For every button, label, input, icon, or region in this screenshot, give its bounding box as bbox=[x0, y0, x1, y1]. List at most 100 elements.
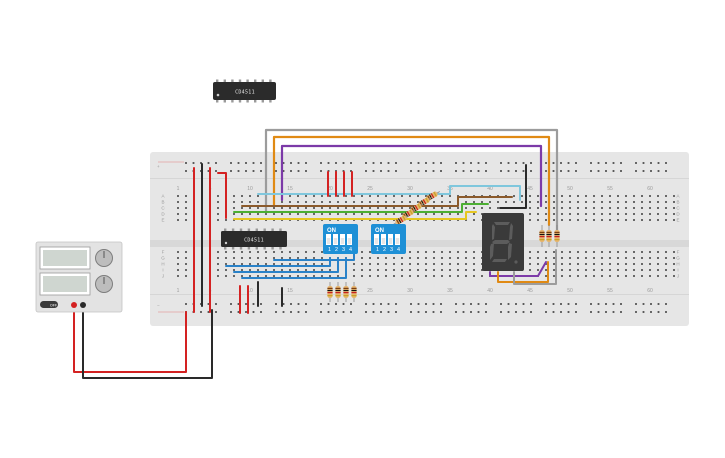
row-letter: J bbox=[677, 274, 679, 279]
resistor-group-right[interactable] bbox=[539, 225, 560, 247]
resistor[interactable] bbox=[351, 282, 357, 302]
column-number-top: 10 bbox=[247, 186, 253, 192]
column-number-bottom: 50 bbox=[567, 288, 573, 294]
column-number-bottom: 25 bbox=[367, 288, 373, 294]
column-number-bottom: 60 bbox=[647, 288, 653, 294]
column-number-top: 45 bbox=[527, 186, 533, 192]
row-letter: A bbox=[161, 194, 164, 199]
resistor[interactable] bbox=[554, 225, 560, 247]
column-number-top: 25 bbox=[367, 186, 373, 192]
dip-switch-2-on-label: ON bbox=[375, 228, 384, 234]
resistor[interactable] bbox=[392, 213, 410, 227]
resistor[interactable] bbox=[343, 282, 349, 302]
resistor[interactable] bbox=[327, 282, 333, 302]
psu-power-button[interactable] bbox=[40, 301, 58, 308]
row-letter: I bbox=[162, 268, 163, 273]
psu-positive-terminal[interactable] bbox=[71, 302, 77, 308]
wire-blue-3[interactable] bbox=[241, 257, 347, 279]
wire-gray-loop[interactable] bbox=[264, 128, 559, 234]
center-channel bbox=[150, 240, 689, 247]
wire-red-psu[interactable] bbox=[73, 305, 187, 373]
column-number-top: 50 bbox=[567, 186, 573, 192]
column-number-top: 15 bbox=[287, 186, 293, 192]
resistor[interactable] bbox=[539, 225, 545, 247]
column-number-bottom: 10 bbox=[247, 288, 253, 294]
column-number-bottom: 1 bbox=[177, 288, 180, 294]
resistor[interactable] bbox=[335, 282, 341, 302]
floating-cd4511-chip[interactable]: CD4511 bbox=[213, 79, 276, 103]
rail-plus-label: + bbox=[157, 164, 160, 169]
dip-switch-2-num-1: 1 bbox=[376, 247, 379, 253]
dip-switch-1-num-2: 2 bbox=[335, 247, 338, 253]
column-number-top: 40 bbox=[487, 186, 493, 192]
seven-segment-display[interactable]: 8 bbox=[482, 213, 524, 271]
column-number-bottom: 35 bbox=[447, 288, 453, 294]
column-number-top: 30 bbox=[407, 186, 413, 192]
row-letter: G bbox=[676, 256, 680, 261]
row-letter: D bbox=[161, 212, 165, 217]
wire-red-top-1[interactable] bbox=[217, 172, 227, 219]
row-letter: C bbox=[161, 206, 165, 211]
column-number-bottom: 55 bbox=[607, 288, 613, 294]
column-number-bottom: 40 bbox=[487, 288, 493, 294]
wire-orange-display-low[interactable] bbox=[497, 261, 549, 283]
row-letter: E bbox=[161, 218, 164, 223]
wire-orange-loop[interactable] bbox=[272, 135, 551, 227]
psu-power-button-label: OFF bbox=[50, 303, 57, 307]
dip-switch-2[interactable]: ON 1 2 3 4 bbox=[371, 224, 406, 254]
rail-minus-label: − bbox=[157, 303, 160, 308]
psu-voltage-lcd bbox=[43, 250, 87, 266]
wire-blue-4[interactable] bbox=[273, 253, 355, 261]
dip-switch-1-num-4: 4 bbox=[349, 247, 352, 253]
dip-switch-2-num-2: 2 bbox=[383, 247, 386, 253]
wire-green[interactable] bbox=[233, 203, 489, 213]
column-number-bottom: 30 bbox=[407, 288, 413, 294]
row-letter: C bbox=[676, 206, 680, 211]
row-letter: A bbox=[676, 194, 679, 199]
dip-switch-1-on-label: ON bbox=[327, 228, 336, 234]
dip-switch-1-num-1: 1 bbox=[328, 247, 331, 253]
row-letter: H bbox=[161, 262, 164, 267]
column-number-top: 60 bbox=[647, 186, 653, 192]
dip-switch-2-num-3: 3 bbox=[390, 247, 393, 253]
dip-switch-1-num-3: 3 bbox=[342, 247, 345, 253]
column-number-top: 20 bbox=[327, 186, 333, 192]
row-letter: D bbox=[676, 212, 680, 217]
dip-switch-1[interactable]: ON 1 2 3 4 bbox=[323, 224, 358, 254]
row-letter: H bbox=[676, 262, 679, 267]
psu-current-lcd bbox=[43, 276, 87, 292]
floating-chip-label: CD4511 bbox=[235, 90, 255, 96]
resistor[interactable] bbox=[546, 225, 552, 247]
column-number-bottom: 15 bbox=[287, 288, 293, 294]
column-number-top: 55 bbox=[607, 186, 613, 192]
segment-digit-8 bbox=[490, 222, 513, 262]
row-letter: G bbox=[161, 256, 165, 261]
wire-yellow[interactable] bbox=[233, 211, 477, 220]
wire-black-psu[interactable] bbox=[82, 305, 213, 379]
row-letter: F bbox=[677, 250, 680, 255]
row-letter: J bbox=[162, 274, 164, 279]
row-letter: F bbox=[162, 250, 165, 255]
wire-lightblue[interactable] bbox=[257, 185, 521, 201]
row-letter: E bbox=[676, 218, 679, 223]
row-letter: I bbox=[677, 268, 678, 273]
power-supply[interactable]: OFF bbox=[35, 241, 123, 313]
dip-switch-2-num-4: 4 bbox=[397, 247, 400, 253]
wire-brown[interactable] bbox=[241, 196, 513, 207]
column-number-top: 1 bbox=[177, 186, 180, 192]
resistor-group-diagonal[interactable] bbox=[392, 189, 441, 227]
psu-negative-terminal[interactable] bbox=[80, 302, 86, 308]
row-letter: B bbox=[676, 200, 679, 205]
column-number-bottom: 45 bbox=[527, 288, 533, 294]
resistor-group-bottom[interactable] bbox=[327, 282, 357, 302]
row-letter: B bbox=[161, 200, 164, 205]
wire-black-display[interactable] bbox=[499, 164, 527, 209]
wire-blue-2[interactable] bbox=[233, 257, 339, 273]
board-chip-label: CD4511 bbox=[244, 238, 264, 244]
seven-segment-value: 8 bbox=[503, 265, 504, 267]
wire-gray-display-low[interactable] bbox=[513, 249, 557, 285]
wire-purple-loop[interactable] bbox=[280, 144, 543, 208]
board-cd4511-chip[interactable]: CD4511 bbox=[221, 228, 287, 250]
